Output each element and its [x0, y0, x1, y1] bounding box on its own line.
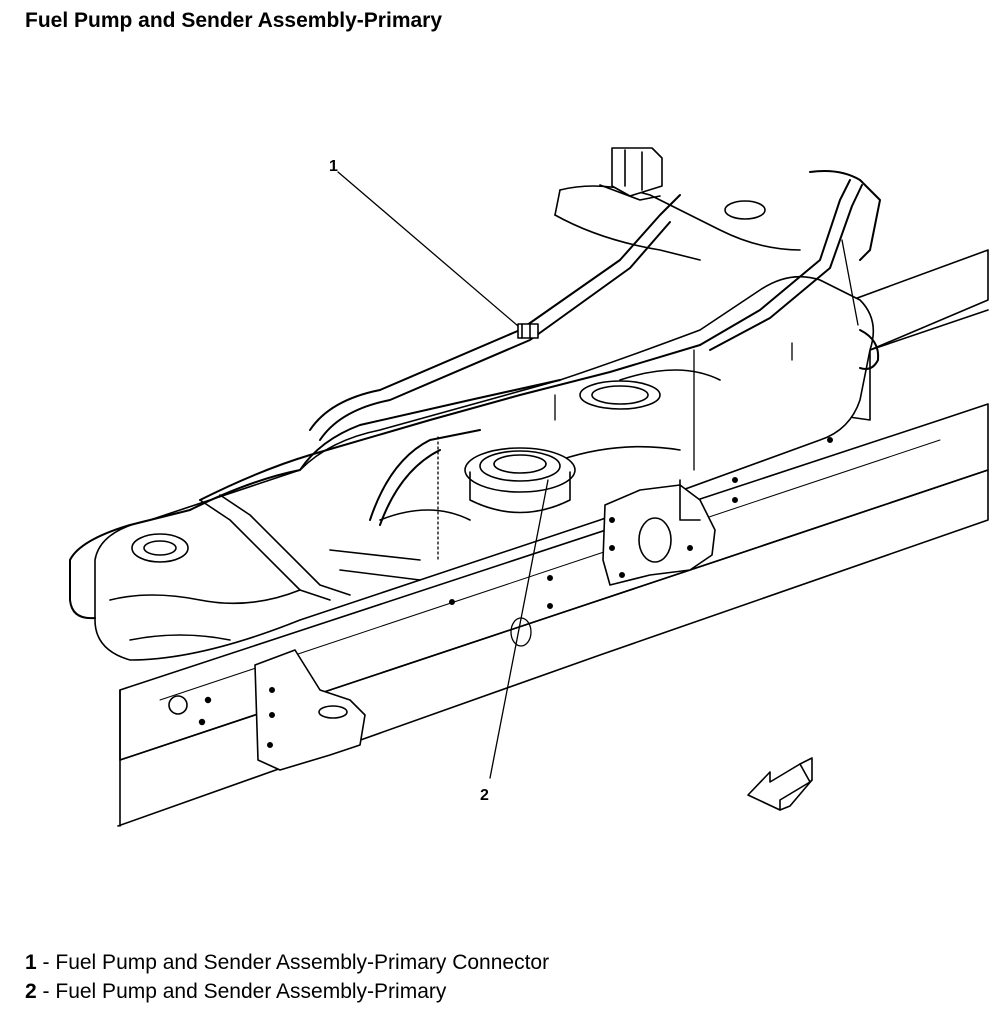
legend-number: 1	[25, 951, 37, 974]
grommet-hole	[510, 617, 532, 647]
front-direction-arrow-icon	[747, 757, 813, 811]
legend-separator: -	[42, 980, 50, 1003]
frame-bracket-left	[254, 649, 366, 771]
legend-description: Fuel Pump and Sender Assembly-Primary	[55, 980, 447, 1003]
legend-number: 2	[25, 980, 37, 1003]
leader-line-2	[489, 479, 549, 779]
fuel-pump-connector	[517, 323, 539, 339]
leader-line-1	[337, 171, 526, 333]
frame-bracket-right	[602, 479, 716, 586]
legend-separator: -	[42, 951, 50, 974]
tank-straps	[199, 494, 421, 601]
fuel-lines	[69, 170, 881, 620]
legend-item: 2 - Fuel Pump and Sender Assembly-Primar…	[25, 977, 549, 1006]
callout-1-label: 1	[329, 158, 338, 175]
legend-description: Fuel Pump and Sender Assembly-Primary Co…	[55, 951, 550, 974]
frame-rail	[117, 292, 989, 827]
page-title: Fuel Pump and Sender Assembly-Primary	[25, 9, 443, 32]
legend-item: 1 - Fuel Pump and Sender Assembly-Primar…	[25, 948, 549, 977]
callout-2-label: 2	[480, 787, 489, 804]
callout-legend: 1 - Fuel Pump and Sender Assembly-Primar…	[25, 948, 549, 1006]
evap-canister	[599, 147, 663, 201]
callout-leader-lines	[337, 171, 859, 779]
